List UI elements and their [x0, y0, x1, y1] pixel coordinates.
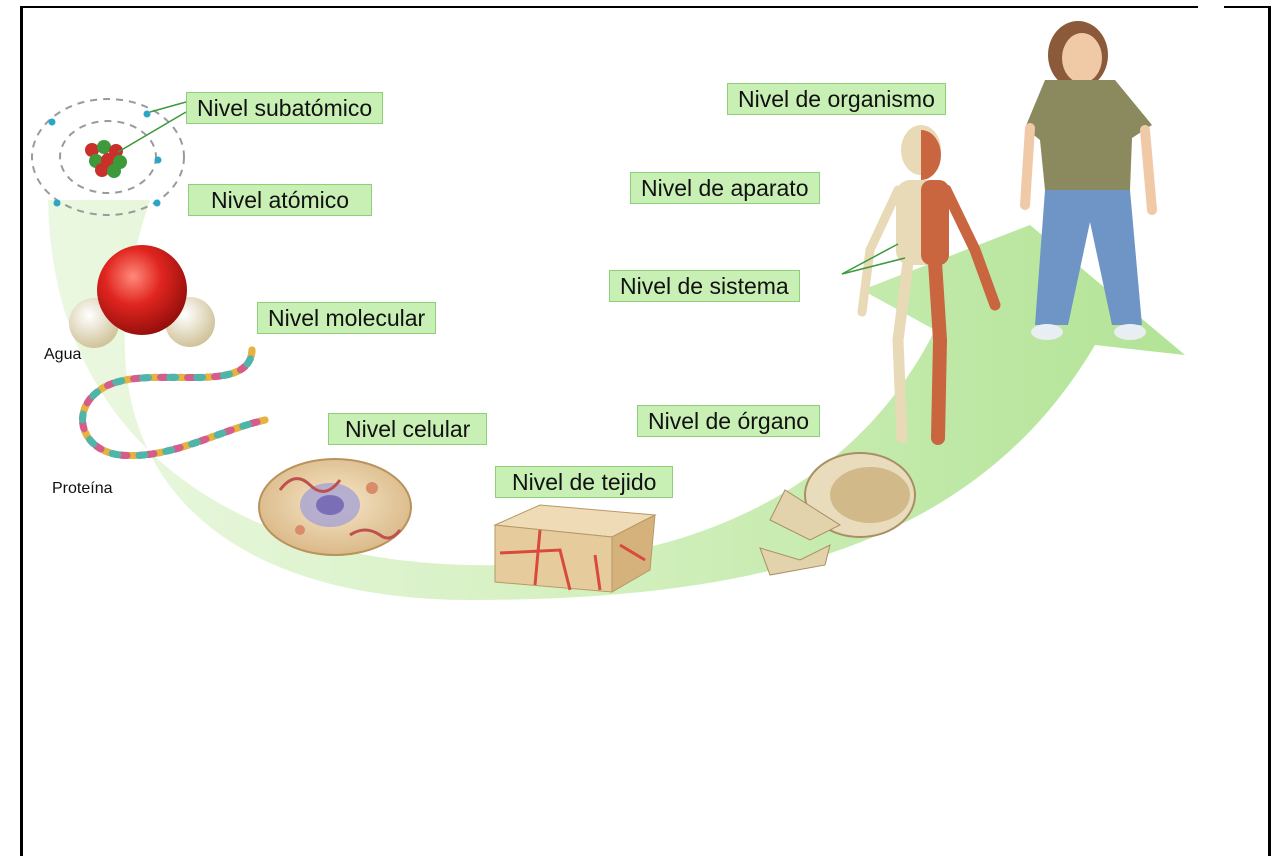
label-atomic-level: Nivel atómico [188, 184, 372, 216]
label-organ-level: Nivel de órgano [637, 405, 820, 437]
label-cellular-level: Nivel celular [328, 413, 487, 445]
skull-illustration [760, 453, 915, 575]
label-organism-level: Nivel de organismo [727, 83, 946, 115]
label-protein: Proteína [52, 480, 112, 498]
tissue-illustration [495, 505, 655, 592]
label-subatomic-level: Nivel subatómico [186, 92, 383, 124]
cell-illustration [259, 459, 411, 555]
label-system-level: Nivel de sistema [609, 270, 800, 302]
label-tissue-level: Nivel de tejido [495, 466, 673, 498]
label-apparatus-level: Nivel de aparato [630, 172, 820, 204]
atom-illustration [32, 99, 186, 215]
label-molecular-level: Nivel molecular [257, 302, 436, 334]
label-water: Agua [44, 346, 81, 364]
